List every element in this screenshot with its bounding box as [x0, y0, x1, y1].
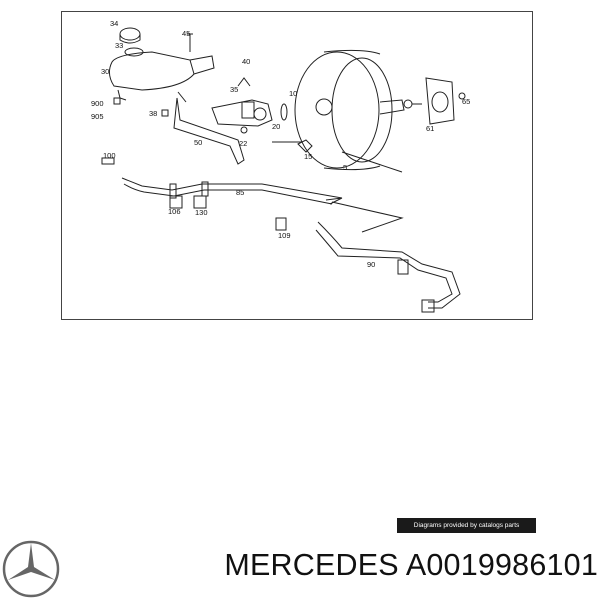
callout-38: 38 — [149, 109, 157, 118]
callout-65: 65 — [462, 97, 470, 106]
callout-100: 100 — [103, 151, 116, 160]
callout-85: 85 — [236, 188, 244, 197]
reservoir-cap-drawing — [119, 27, 141, 41]
brake-pipe-upper-drawing — [121, 177, 343, 205]
diagram-credit: Diagrams provided by catalogs parts — [397, 518, 536, 533]
callout-45: 45 — [182, 29, 190, 38]
reservoir-tank-drawing — [108, 51, 195, 91]
callout-33: 33 — [115, 41, 123, 50]
brand-name: MERCEDES — [224, 548, 399, 582]
product-caption: MERCEDES A0019986101 — [70, 548, 598, 583]
callout-35: 35 — [230, 85, 238, 94]
callout-40: 40 — [242, 57, 250, 66]
callout-106: 106 — [168, 207, 181, 216]
diagram-drawing: 34 33 45 40 30 35 10 65 900 905 38 20 61… — [91, 19, 470, 313]
gasket-drawing — [425, 77, 455, 125]
callout-10: 10 — [289, 89, 297, 98]
brake-pipe-lower-drawing — [317, 221, 461, 309]
callout-900: 900 — [91, 99, 104, 108]
master-cylinder-drawing — [211, 99, 273, 127]
callout-30: 30 — [101, 67, 109, 76]
callout-15: 15 — [304, 152, 312, 161]
callout-20: 20 — [272, 122, 280, 131]
callout-22: 22 — [239, 139, 247, 148]
brake-booster-drawing — [294, 51, 380, 169]
parts-diagram: 34 33 45 40 30 35 10 65 900 905 38 20 61… — [61, 11, 533, 320]
callout-61: 61 — [426, 124, 434, 133]
callout-50: 50 — [194, 138, 202, 147]
callout-5: 5 — [343, 163, 347, 172]
callout-130: 130 — [195, 208, 208, 217]
callout-90: 90 — [367, 260, 375, 269]
part-number: A0019986101 — [405, 548, 598, 582]
callout-905: 905 — [91, 112, 104, 121]
callout-34: 34 — [110, 19, 118, 28]
bracket-drawing — [173, 97, 245, 165]
mercedes-star-icon — [2, 540, 60, 598]
callout-109: 109 — [278, 231, 291, 240]
